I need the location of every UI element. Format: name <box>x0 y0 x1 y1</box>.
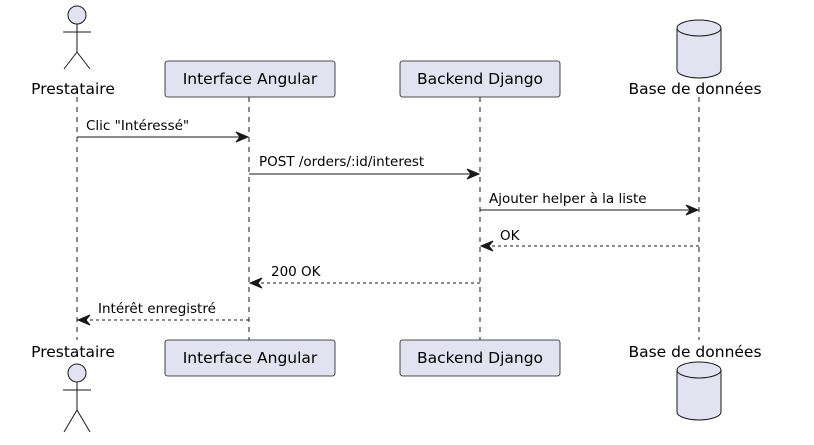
participant-label-prestataire-top: Prestataire <box>31 80 115 98</box>
participant-box-interface-angular-bottom: Interface Angular <box>164 339 336 377</box>
message-label-2: POST /orders/:id/interest <box>259 154 424 170</box>
participant-label-prestataire-bottom: Prestataire <box>31 343 115 361</box>
participant-box-backend-django-top: Backend Django <box>399 60 561 98</box>
message-2: POST /orders/:id/interest <box>249 154 481 180</box>
participant-label-base-de-donnees-top: Base de données <box>628 80 761 98</box>
participant-label-base-de-donnees-bottom: Base de données <box>628 343 761 361</box>
message-1: Clic "Intéressé" <box>77 118 250 143</box>
actor-icon-bottom <box>63 363 91 433</box>
message-label-4: OK <box>500 228 521 244</box>
message-label-3: Ajouter helper à la liste <box>489 191 647 207</box>
database-icon-top <box>676 19 722 79</box>
message-label-5: 200 OK <box>271 264 322 280</box>
participant-box-backend-django-bottom: Backend Django <box>399 339 561 377</box>
actor-icon-top <box>63 5 91 70</box>
participant-label-interface-angular-top: Interface Angular <box>183 70 318 88</box>
message-3: Ajouter helper à la liste <box>480 191 700 216</box>
message-6: Intérêt enregistré <box>76 301 249 326</box>
participant-label-backend-django-bottom: Backend Django <box>417 349 543 367</box>
participant-label-backend-django-top: Backend Django <box>417 70 543 88</box>
database-icon-bottom <box>676 361 722 421</box>
message-label-1: Clic "Intéressé" <box>86 118 189 134</box>
participant-box-interface-angular-top: Interface Angular <box>164 60 336 98</box>
message-5: 200 OK <box>248 264 480 289</box>
participant-label-interface-angular-bottom: Interface Angular <box>183 349 318 367</box>
message-4: OK <box>479 228 699 252</box>
message-label-6: Intérêt enregistré <box>98 301 216 317</box>
